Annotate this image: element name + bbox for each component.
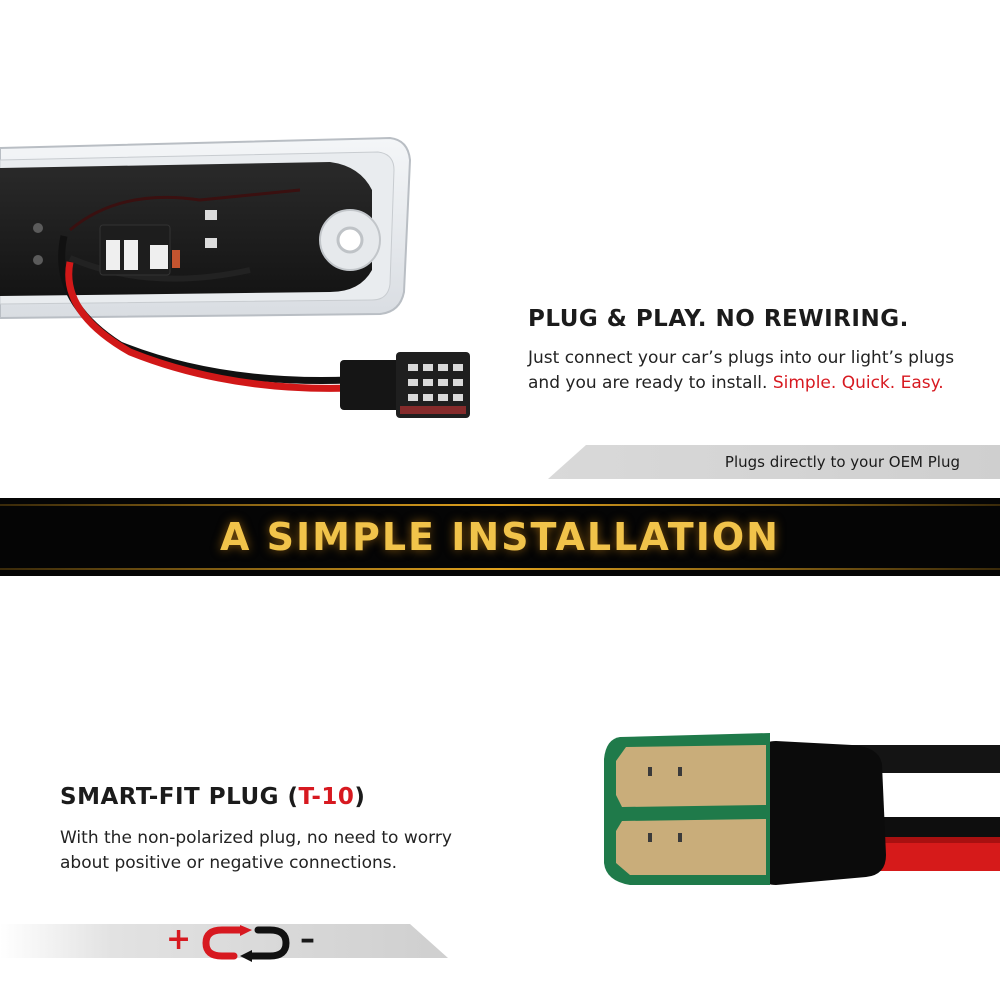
- smart-fit-title: SMART-FIT PLUG (T-10): [60, 784, 365, 810]
- oem-plug-ribbon: Plugs directly to your OEM Plug: [548, 445, 1000, 479]
- banner-title: A SIMPLE INSTALLATION: [220, 515, 780, 559]
- polarity-swap-icon: [202, 925, 290, 962]
- smart-fit-title-end: ): [354, 784, 366, 810]
- led-light-module-illustration: [0, 136, 470, 418]
- plug-play-title: PLUG & PLAY. NO REWIRING.: [528, 306, 909, 332]
- positive-sign: +: [166, 922, 192, 957]
- plug-play-highlight: Simple. Quick. Easy.: [772, 373, 944, 393]
- plug-play-description: Just connect your car’s plugs into our l…: [528, 346, 968, 396]
- t10-plug-illustration: [604, 733, 1000, 885]
- installation-banner: A SIMPLE INSTALLATION: [0, 498, 1000, 576]
- plug-play-description-main: Just connect your car’s plugs into our l…: [528, 348, 955, 393]
- smart-fit-title-main: SMART-FIT PLUG (: [60, 784, 299, 810]
- oem-plug-ribbon-text: Plugs directly to your OEM Plug: [724, 453, 960, 471]
- negative-sign: –: [300, 922, 315, 957]
- smart-fit-title-highlight: T-10: [298, 784, 355, 810]
- smart-fit-description: With the non-polarized plug, no need to …: [60, 828, 452, 873]
